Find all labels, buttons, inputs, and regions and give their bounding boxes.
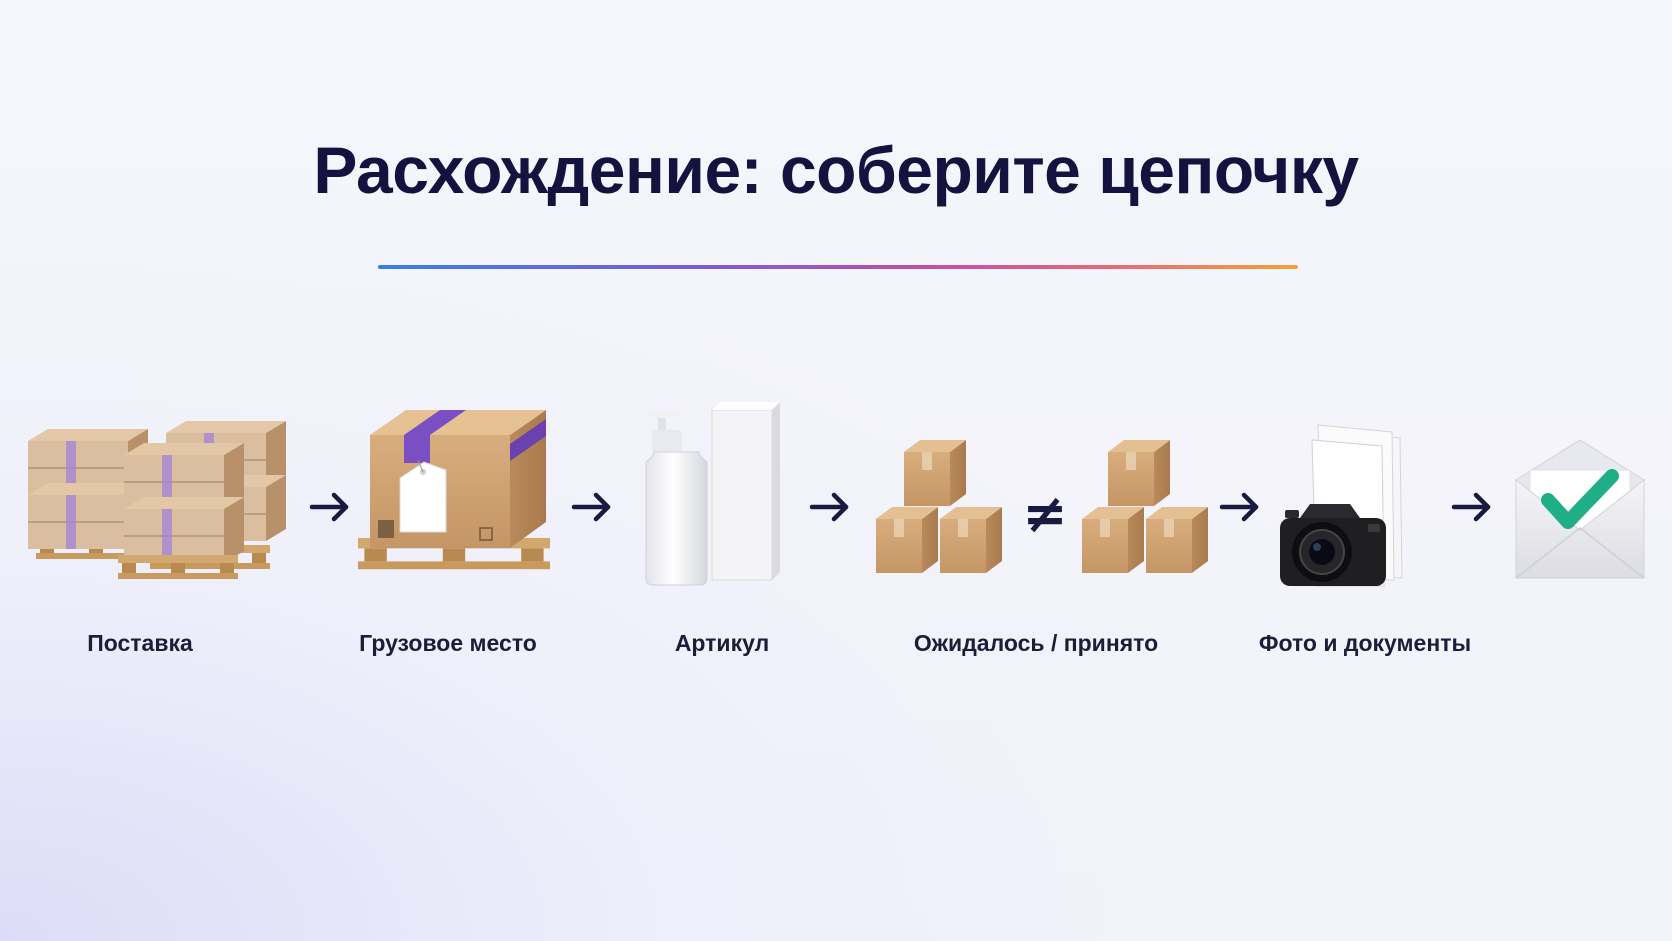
stacked-pallets-icon	[27, 420, 287, 579]
arrow-icon	[1219, 492, 1259, 522]
page-title: Расхождение: соберите цепочку	[313, 133, 1359, 207]
not-equal-symbol: ≠	[1022, 482, 1067, 545]
step-label-photos-documents: Фото и документы	[1258, 630, 1472, 656]
envelope-check-icon	[1515, 439, 1645, 579]
arrow-icon	[571, 492, 611, 522]
arrow-icon	[309, 492, 349, 522]
camera-documents-icon	[1280, 424, 1403, 587]
box-on-pallet-icon	[358, 410, 550, 570]
step-label-cargo-unit: Грузовое место	[359, 630, 537, 656]
step-label-article: Артикул	[674, 630, 770, 656]
step-label-delivery: Поставка	[87, 630, 193, 656]
arrow-icon	[1451, 492, 1491, 522]
gradient-divider	[378, 265, 1298, 269]
arrow-icon	[809, 492, 849, 522]
product-bottle-icon	[645, 402, 780, 586]
step-label-expected-received: Ожидалось / принято	[913, 630, 1159, 656]
